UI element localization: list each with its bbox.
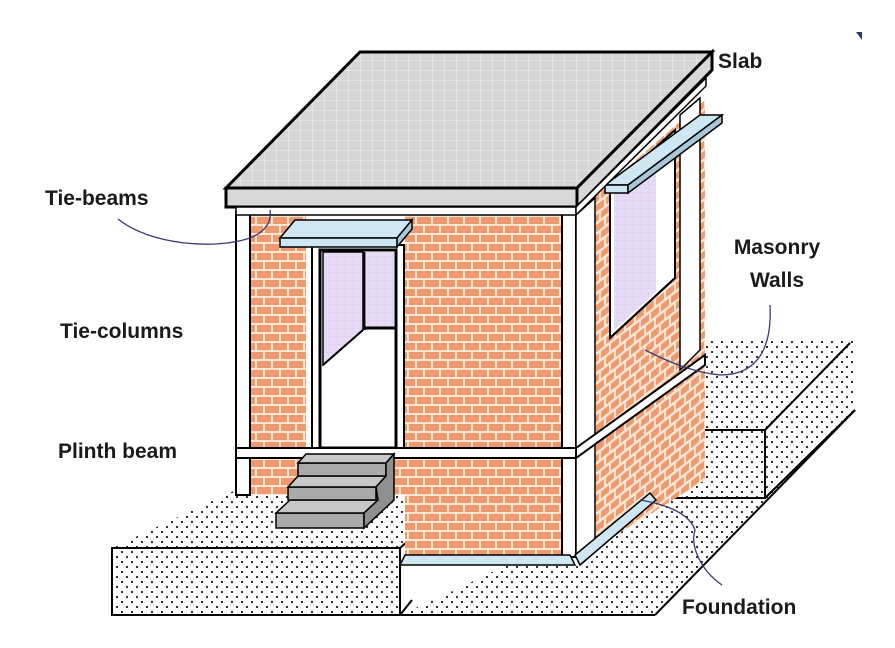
label-masonry-walls: Masonry Walls bbox=[722, 236, 832, 293]
label-tie-columns: Tie-columns bbox=[60, 320, 184, 343]
corner-mark bbox=[856, 32, 862, 40]
label-masonry-walls-line1: Masonry bbox=[733, 236, 821, 259]
label-foundation: Foundation bbox=[682, 596, 797, 619]
label-tie-beams: Tie-beams bbox=[45, 187, 149, 210]
label-slab: Slab bbox=[718, 50, 763, 73]
label-plinth-beam: Plinth beam bbox=[58, 440, 178, 463]
leader-masonry-walls bbox=[644, 304, 771, 376]
entry-steps bbox=[274, 452, 396, 530]
label-masonry-walls-line2: Walls bbox=[749, 269, 805, 292]
leader-lines bbox=[117, 209, 771, 586]
roof-slab bbox=[222, 48, 716, 217]
leader-tie-beams bbox=[117, 209, 271, 245]
leader-foundation bbox=[639, 499, 723, 586]
side-wall bbox=[574, 96, 725, 567]
